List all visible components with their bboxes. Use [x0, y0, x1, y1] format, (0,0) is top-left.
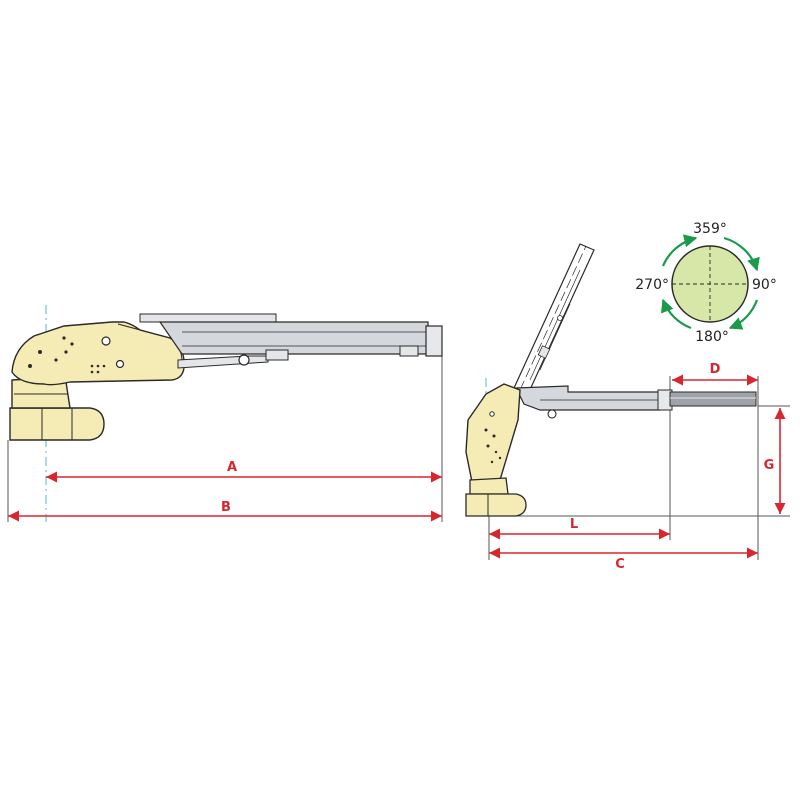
cylinder-bracket	[265, 349, 289, 361]
dimension-label-a: A	[227, 460, 237, 475]
hydraulic-cylinder	[177, 355, 269, 369]
dimension-label-l: L	[570, 517, 578, 532]
angle-label-top: 359°	[693, 221, 727, 237]
angle-label-right: 90°	[752, 277, 777, 293]
rotation-arrow-icon	[661, 298, 692, 330]
boom-top-plate	[139, 313, 277, 323]
slewing-rotation-diagram: 359° 90° 180° 270°	[635, 221, 777, 345]
right-crane-view: D G L C	[465, 243, 790, 572]
rotation-arrow-icon	[728, 299, 759, 330]
slewing-column-right	[469, 477, 509, 495]
cylinder-pin	[238, 354, 250, 366]
left-crane-view: A B	[7, 305, 443, 522]
arm-holes-right	[484, 411, 502, 464]
dimension-label-c: C	[615, 557, 625, 572]
horizontal-boom	[515, 385, 661, 411]
dimension-label-d: D	[710, 362, 721, 377]
arm-holes	[28, 336, 106, 374]
dimension-label-g: G	[764, 458, 775, 473]
pivot-pin	[101, 336, 111, 346]
cylinder-pin	[547, 409, 557, 419]
rotation-arrow-icon	[661, 234, 698, 267]
boom-tip-head	[425, 325, 443, 357]
extension-jib	[669, 391, 757, 407]
rotation-arrow-icon	[723, 236, 760, 272]
winch-block	[399, 345, 419, 357]
angle-label-left: 270°	[635, 277, 669, 293]
crane-base-right	[465, 493, 527, 517]
angle-label-bottom: 180°	[695, 329, 729, 345]
crane-base	[9, 407, 105, 441]
boom-outer-section	[158, 321, 429, 355]
pivot-pin	[115, 359, 125, 369]
dimension-label-b: B	[221, 500, 231, 515]
raised-boom	[513, 243, 595, 395]
crane-arm-right	[465, 383, 521, 483]
crane-main-arm	[11, 321, 185, 386]
